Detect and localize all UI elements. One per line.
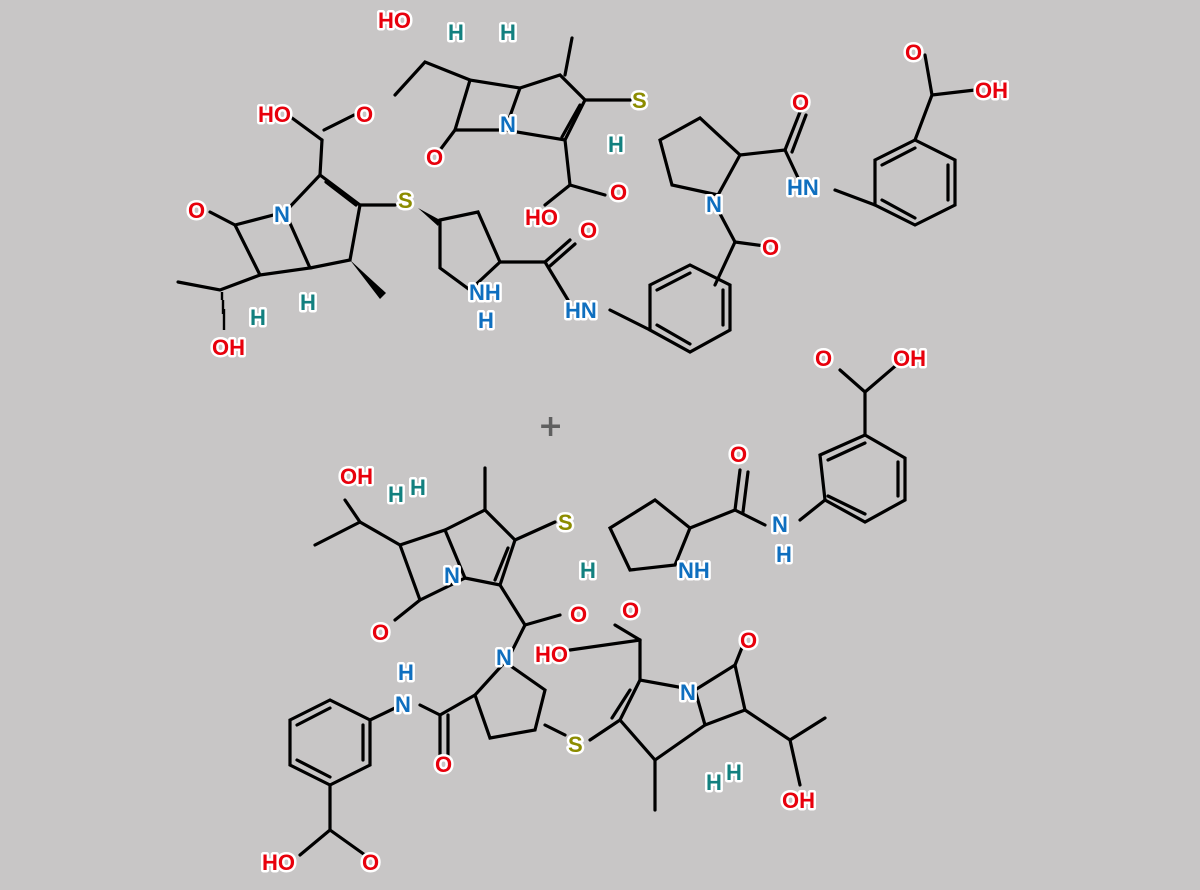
benzene-linker-top <box>608 263 732 354</box>
oxygen-label: O <box>762 235 779 260</box>
oxygen-label: O <box>815 346 832 371</box>
hydrogen-label: H <box>300 290 316 315</box>
hydroxyl-label: OH <box>212 335 245 360</box>
carbapenem-bottom-left <box>313 466 562 657</box>
oxygen-label: O <box>356 102 373 127</box>
hydroxyl-label: HO <box>525 205 558 230</box>
pyrrolidine-bottom-left <box>418 659 547 757</box>
atom-labels-top: HO H H HO O N O S H O O OH HN N O N S HO… <box>186 6 1011 363</box>
reaction-plus: + <box>538 409 563 444</box>
oxygen-label: O <box>792 90 809 115</box>
hydrogen-label: H <box>478 308 494 333</box>
oxygen-label: O <box>740 628 757 653</box>
sulfur-label: S <box>558 510 573 535</box>
hydrogen-label: H <box>388 482 404 507</box>
nitrogen-label: N <box>500 112 516 137</box>
sulfur-label: S <box>568 732 583 757</box>
hydrogen-label: H <box>706 770 722 795</box>
molecule-top <box>176 36 977 354</box>
oxygen-label: O <box>362 850 379 875</box>
hydroxyl-label: HO <box>535 642 568 667</box>
benzoic-ring-bottom-left <box>288 698 397 857</box>
hydroxyl-label: OH <box>893 346 926 371</box>
amide-n-label: N <box>772 512 788 537</box>
oxygen-label: O <box>372 620 389 645</box>
hydrogen-label: H <box>608 132 624 157</box>
oxygen-label: O <box>435 752 452 777</box>
carbapenem-left <box>176 113 397 330</box>
benzoic-ring-top-right <box>833 53 977 227</box>
hydroxyl-label: HO <box>258 102 291 127</box>
hydroxyl-label: OH <box>782 788 815 813</box>
hydrogen-label: H <box>726 760 742 785</box>
amine-nh-label: NH <box>469 280 501 305</box>
oxygen-label: O <box>610 180 627 205</box>
amide-nh-label: HN <box>565 298 597 323</box>
oxygen-label: O <box>188 198 205 223</box>
hydrogen-label: H <box>410 475 426 500</box>
oxygen-label: O <box>622 598 639 623</box>
hydrogen-label: H <box>448 20 464 45</box>
hydrogen-label: H <box>250 305 266 330</box>
amine-nh-label: NH <box>678 558 710 583</box>
amide-nh-label: HN <box>787 175 819 200</box>
nitrogen-label: N <box>444 563 460 588</box>
hydrogen-label: H <box>398 660 414 685</box>
hydrogen-label: H <box>500 20 516 45</box>
hydroxyl-label: OH <box>340 464 373 489</box>
hydroxyl-label: HO <box>378 8 411 33</box>
hydrogen-label: H <box>776 542 792 567</box>
carbapenem-center <box>393 36 632 207</box>
hydroxyl-label: HO <box>262 850 295 875</box>
sulfur-label: S <box>398 188 413 213</box>
oxygen-label: O <box>426 145 443 170</box>
hydroxyl-label: OH <box>975 78 1008 103</box>
oxygen-label: O <box>580 218 597 243</box>
pyrrolidine-left <box>418 208 577 302</box>
hydrogen-label: H <box>580 558 596 583</box>
benzoic-ring-bottom-right <box>798 360 907 524</box>
molecule-bottom <box>288 360 907 857</box>
oxygen-label: O <box>570 602 587 627</box>
oxygen-label: O <box>730 442 747 467</box>
carbapenem-bottom-right <box>543 623 827 812</box>
nitrogen-label: N <box>706 192 722 217</box>
pyrrolidine-right <box>658 110 808 287</box>
atom-labels-bottom: O OH O OH H H S N H H NH N O O O O N HO … <box>260 344 929 878</box>
oxygen-label: O <box>905 40 922 65</box>
pyrrolidine-bottom-top <box>607 468 767 572</box>
nitrogen-label: N <box>680 680 696 705</box>
nitrogen-label: N <box>274 202 290 227</box>
sulfur-label: S <box>632 88 647 113</box>
nitrogen-label: N <box>496 645 512 670</box>
amide-n-label: N <box>395 692 411 717</box>
